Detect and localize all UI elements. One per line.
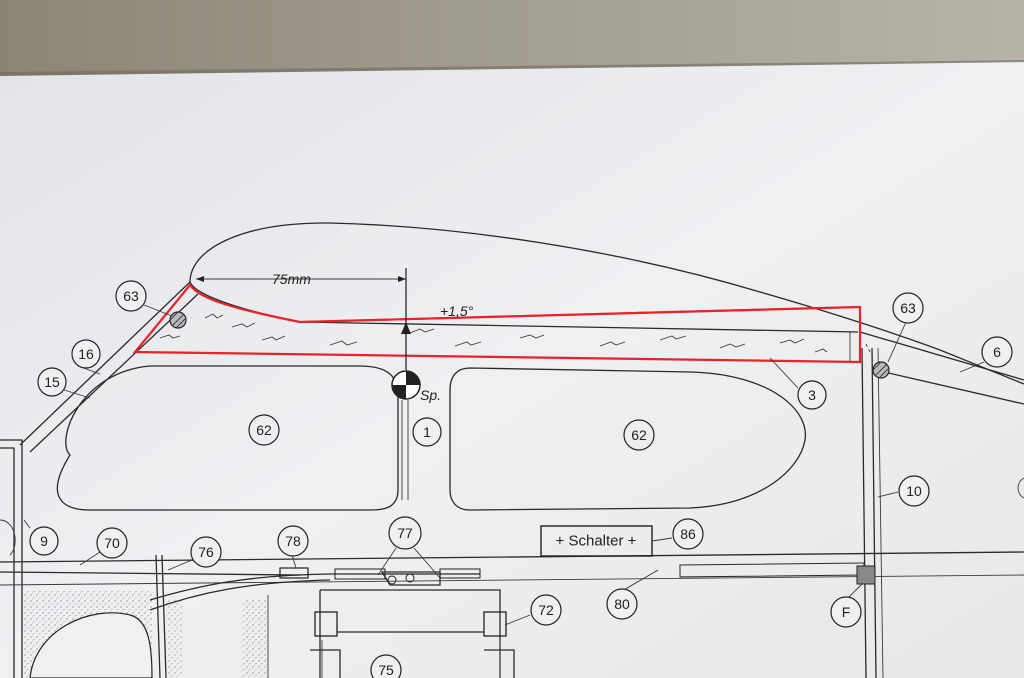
callout-78: 78 bbox=[277, 525, 309, 557]
paper-sheet bbox=[0, 62, 1024, 678]
svg-text:F: F bbox=[842, 604, 851, 620]
callout-9: 9 bbox=[29, 526, 59, 556]
svg-text:78: 78 bbox=[285, 533, 301, 549]
part-f-block bbox=[856, 565, 876, 585]
angle-label: +1,5° bbox=[440, 303, 474, 319]
right-top-line bbox=[859, 331, 1024, 381]
svg-text:86: 86 bbox=[680, 526, 696, 542]
callout-63-right: 63 bbox=[892, 292, 924, 324]
left-frame-inner bbox=[0, 447, 15, 678]
long-rod-lower bbox=[0, 571, 301, 576]
servo-arm bbox=[380, 571, 441, 586]
left-curve bbox=[0, 519, 16, 556]
right-cutout-62 bbox=[449, 367, 807, 511]
vertical-post-b bbox=[871, 347, 877, 678]
tray-top-line bbox=[299, 321, 859, 333]
svg-text:80: 80 bbox=[614, 596, 630, 612]
callout-16: 16 bbox=[71, 339, 101, 369]
right-lower-line bbox=[883, 371, 1024, 405]
long-rod-bottom bbox=[0, 574, 1024, 586]
partial-callout-edge bbox=[1017, 477, 1024, 499]
svg-text:76: 76 bbox=[198, 544, 214, 560]
callout-76: 76 bbox=[190, 536, 222, 568]
wheel-outline bbox=[29, 612, 153, 678]
link-sleeve-2 bbox=[439, 568, 481, 579]
callout-70: 70 bbox=[96, 527, 128, 559]
long-rod-upper bbox=[0, 551, 1024, 563]
center-of-gravity-symbol bbox=[391, 370, 421, 400]
svg-text:15: 15 bbox=[44, 374, 60, 390]
dowel-hatch-right bbox=[872, 361, 890, 379]
highlight-top-edge bbox=[299, 306, 861, 323]
dimension-arrow-right bbox=[398, 276, 406, 282]
svg-text:63: 63 bbox=[900, 300, 916, 316]
support-76 bbox=[155, 554, 167, 678]
svg-text:70: 70 bbox=[104, 535, 120, 551]
svg-text:10: 10 bbox=[906, 483, 922, 499]
callout-63-left: 63 bbox=[115, 280, 147, 312]
cg-arrow bbox=[401, 322, 411, 334]
wood-grain-marks bbox=[159, 313, 828, 353]
callout-75: 75 bbox=[370, 654, 402, 678]
callout-3: 3 bbox=[797, 380, 827, 410]
servo-pivot-a bbox=[387, 575, 397, 585]
highlight-outline bbox=[132, 283, 862, 364]
callout-1: 1 bbox=[412, 417, 442, 447]
servo-mount-right bbox=[483, 611, 507, 637]
callout-62-left: 62 bbox=[248, 414, 280, 446]
callout-6: 6 bbox=[981, 336, 1013, 368]
callout-f: F bbox=[830, 596, 862, 628]
dowel-hatch-left bbox=[169, 311, 187, 329]
callout-86: 86 bbox=[672, 518, 704, 550]
svg-text:77: 77 bbox=[397, 525, 413, 541]
servo-legs bbox=[321, 640, 501, 678]
svg-text:6: 6 bbox=[993, 344, 1001, 360]
switch-box-label: + Schalter + bbox=[556, 533, 637, 550]
svg-text:75: 75 bbox=[378, 662, 394, 678]
dimension-label: 75mm bbox=[272, 271, 311, 287]
vertical-post-a bbox=[861, 347, 867, 678]
dimension-arrow-left bbox=[196, 276, 204, 282]
servo-pivot-b bbox=[405, 573, 415, 583]
pushrod-curve bbox=[149, 573, 331, 601]
callout-77: 77 bbox=[388, 516, 422, 550]
callout-62-right: 62 bbox=[623, 419, 655, 451]
link-sleeve bbox=[334, 568, 386, 580]
servo-feet bbox=[310, 649, 515, 678]
foam-mid bbox=[242, 600, 268, 678]
svg-text:16: 16 bbox=[78, 346, 94, 362]
svg-text:62: 62 bbox=[256, 422, 272, 438]
svg-text:63: 63 bbox=[123, 288, 139, 304]
dowel-dash bbox=[865, 343, 875, 361]
callout-15: 15 bbox=[37, 367, 67, 397]
clevis-78 bbox=[279, 567, 309, 579]
servo-mount-left bbox=[314, 611, 338, 637]
svg-text:1: 1 bbox=[423, 424, 431, 440]
vertical-post-c bbox=[877, 347, 884, 678]
svg-text:62: 62 bbox=[631, 427, 647, 443]
foam-strip bbox=[166, 600, 182, 678]
callout-80: 80 bbox=[606, 588, 638, 620]
canopy-outline bbox=[189, 222, 1024, 385]
cg-label: Sp. bbox=[420, 387, 441, 403]
svg-text:72: 72 bbox=[538, 602, 554, 618]
callout-10: 10 bbox=[898, 475, 930, 507]
svg-text:3: 3 bbox=[808, 387, 816, 403]
callout-72: 72 bbox=[530, 594, 562, 626]
svg-text:9: 9 bbox=[40, 533, 48, 549]
frame-line-outer bbox=[19, 281, 191, 446]
